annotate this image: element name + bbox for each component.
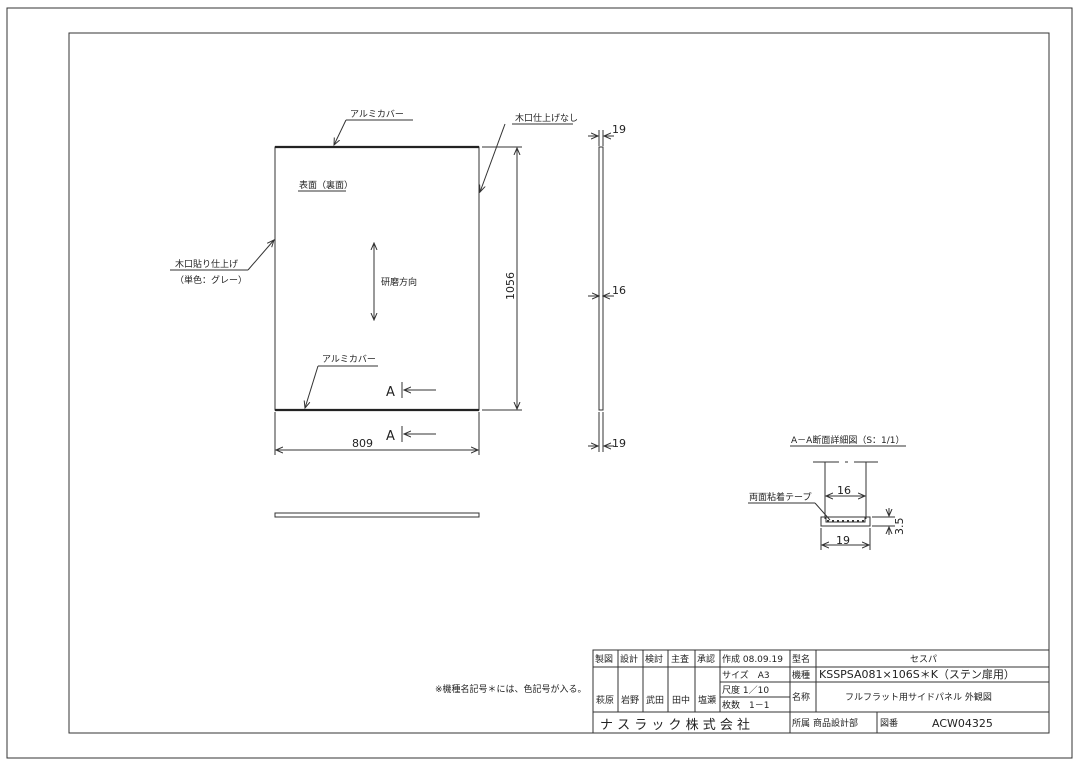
scale: 尺度 1／10 [722,684,769,696]
sheet-count: 枚数 1－1 [722,699,769,711]
note: ※機種名記号＊には、色記号が入る。 [435,683,587,695]
side-view: 19 16 19 [588,123,626,452]
outer-border [6,7,1073,759]
section-mark-a-upper: A [386,385,395,400]
detail-dim-3-5: 3.5 [893,518,906,536]
drawing-frame [68,32,1050,734]
name-label: 名称 [792,691,810,703]
dim-width: 809 [352,437,373,450]
detail-dim-19: 19 [836,534,850,547]
detail-dim-16: 16 [837,484,851,497]
role-drafting: 製図 [595,653,613,665]
dept-label: 所属 [792,718,810,729]
company-name: ナ ス ラ ッ ク 株 式 会 社 [600,717,750,733]
dim-height: 1056 [504,272,517,300]
bottom-view [274,512,480,518]
created-date: 作成 08.09.19 [722,653,783,665]
role-approval: 承認 [697,653,715,665]
dim-side-bottom: 19 [612,437,626,450]
detail-title: A－A断面詳細図（S：1/1） [791,434,905,446]
section-mark-a-lower: A [386,429,395,444]
label-edge-finish: 木口貼り仕上げ [175,258,238,270]
name-drafting: 萩原 [596,695,614,706]
label-surface: 表面（裏面） [299,179,353,191]
name-design: 岩野 [621,694,639,706]
name-value: フルフラット用サイドパネル 外観図 [845,691,992,703]
name-review: 武田 [646,694,664,706]
label-alu-cover-top: アルミカバー [350,109,404,120]
label-tape: 両面粘着テープ [749,491,811,503]
type-value: KSSPSA081×106S＊K（ステン扉用） [819,668,1015,681]
name-approval: 塩瀬 [698,694,716,706]
model-value: セスパ [910,654,937,665]
title-block [592,649,1050,734]
label-edge-unfinished: 木口仕上げなし [515,112,578,124]
paper-size: サイズ A3 [722,669,770,681]
role-review: 検討 [645,653,663,665]
section-detail: A－A断面詳細図（S：1/1） 16 両面粘着テープ 19 3.5 [748,434,906,550]
drawing-no-value: ACW04325 [932,717,993,730]
dim-side-top: 19 [612,123,626,136]
dept-value: 商品設計部 [813,717,858,729]
type-label: 機種 [792,669,810,681]
role-chief: 主査 [671,653,689,665]
role-design: 設計 [620,653,638,665]
label-polish-direction: 研磨方向 [381,276,417,288]
label-edge-color: （単色：グレー） [175,274,247,286]
dim-side-mid: 16 [612,284,626,297]
label-alu-cover-bottom: アルミカバー [322,354,376,365]
model-label: 型名 [792,653,810,665]
front-view: アルミカバー 木口仕上げなし 表面（裏面） 木口貼り仕上げ （単色：グレー） 研… [170,109,578,455]
drawing-no-label: 図番 [880,717,898,729]
name-chief: 田中 [672,694,690,706]
